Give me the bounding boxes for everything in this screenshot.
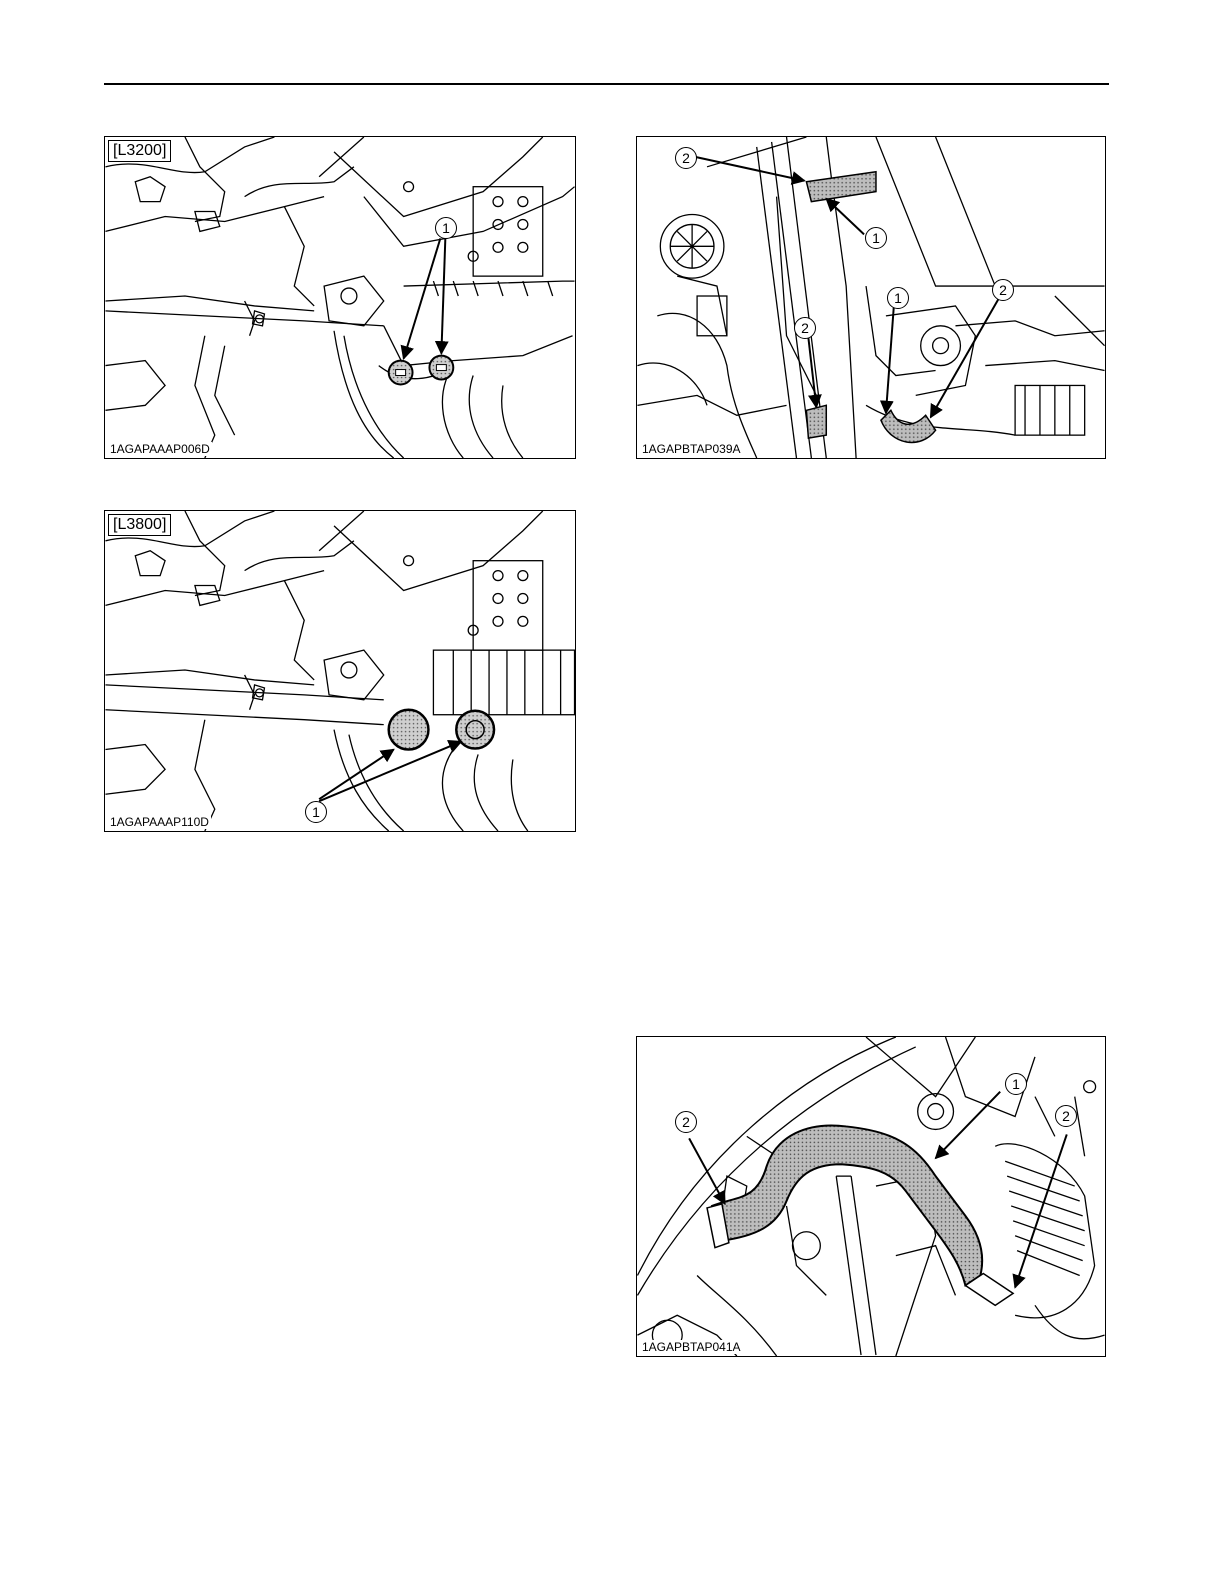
upper-hose-illustration [637, 1037, 1105, 1356]
header-rule [104, 83, 1109, 85]
figure-code: 1AGAPAAAP006D [108, 442, 212, 456]
figure-code: 1AGAPAAAP110D [108, 815, 211, 829]
engine-underside-illustration [105, 511, 575, 831]
callout-1: 1 [435, 217, 457, 239]
figure-l3800-drain-plugs: [L3800] 1 1AGAPAAAP110D [104, 510, 576, 832]
callout-2-left: 2 [675, 1111, 697, 1133]
callout-2-right: 2 [992, 279, 1014, 301]
callout-1-upper: 1 [865, 227, 887, 249]
callout-1: 1 [305, 801, 327, 823]
callout-1: 1 [1005, 1073, 1027, 1095]
callout-1-lower: 1 [887, 287, 909, 309]
model-tag: [L3800] [108, 514, 171, 536]
figure-radiator-hoses: 2 1 1 2 2 1AGAPBTAP039A [636, 136, 1106, 459]
model-tag: [L3200] [108, 140, 171, 162]
figure-code: 1AGAPBTAP041A [640, 1340, 743, 1354]
figure-upper-hose: 1 2 2 1AGAPBTAP041A [636, 1036, 1106, 1357]
figure-l3200-drain-plugs: [L3200] 1 1AGAPAAAP006D [104, 136, 576, 459]
radiator-hose-illustration [637, 137, 1105, 458]
engine-underside-illustration [105, 137, 575, 458]
callout-2-top-left: 2 [675, 147, 697, 169]
figure-code: 1AGAPBTAP039A [640, 442, 743, 456]
callout-2-right: 2 [1055, 1105, 1077, 1127]
callout-2-left: 2 [794, 317, 816, 339]
